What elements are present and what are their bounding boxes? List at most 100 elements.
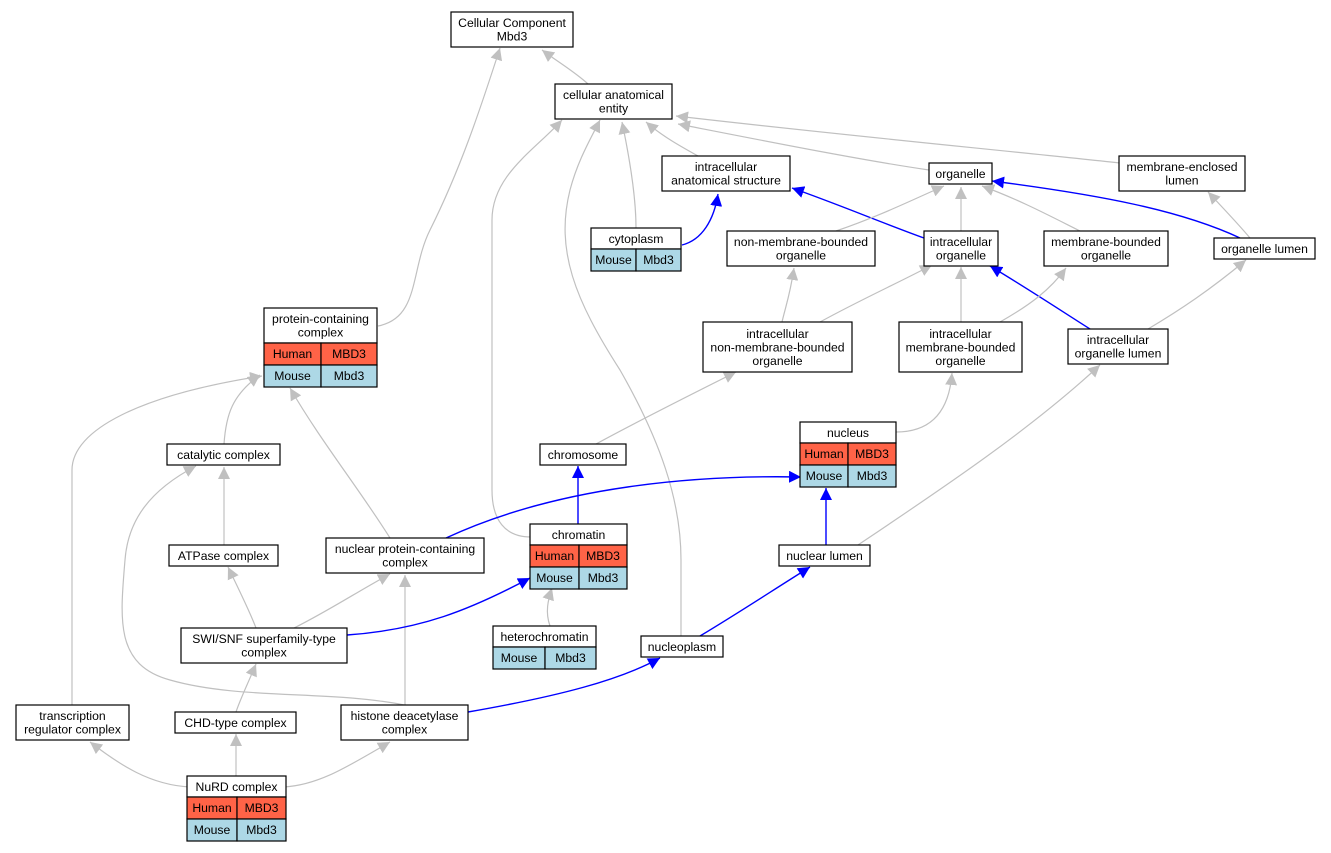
term-node-organelle[interactable]: organelle [928, 162, 993, 185]
mouse-species-label: Mouse [806, 469, 843, 483]
term-node-atpase[interactable]: ATPase complex [168, 544, 279, 567]
edge-ol-to-organelle [991, 176, 1241, 239]
edge-organelle-to-cae [677, 120, 930, 171]
edge-imbo-to-mbo [999, 267, 1067, 323]
edge-trc-to-pcc [71, 371, 263, 705]
term-node-chromosome[interactable]: chromosome [539, 443, 627, 466]
term-label: organelle [752, 354, 802, 368]
edge-cat-to-pcc [223, 374, 261, 445]
term-label: non-membrane-bounded [734, 235, 868, 249]
term-label: NuRD complex [196, 780, 278, 794]
term-node-ol[interactable]: organelle lumen [1213, 237, 1316, 260]
term-node-nl[interactable]: nuclear lumen [778, 544, 871, 567]
term-box [928, 162, 993, 185]
human-species-label: Human [273, 347, 312, 361]
term-label: membrane-bounded [1051, 235, 1161, 249]
term-label: organelle [935, 354, 985, 368]
term-label: histone deacetylase [351, 709, 459, 723]
term-node-nucleoplasm[interactable]: nucleoplasm [640, 635, 724, 658]
term-label: Cellular Component [458, 16, 566, 30]
edge-hdac-to-cat [121, 465, 405, 706]
term-label: organelle [936, 249, 986, 263]
term-box [325, 537, 485, 574]
term-box [640, 635, 724, 658]
term-box [661, 155, 791, 192]
term-label: nuclear lumen [786, 549, 863, 563]
term-box [180, 627, 348, 664]
term-label: organelle [776, 249, 826, 263]
term-box [1067, 328, 1169, 365]
term-label: catalytic complex [177, 448, 270, 462]
term-label: entity [599, 102, 629, 116]
human-species-label: Human [192, 801, 231, 815]
term-label: regulator complex [24, 723, 121, 737]
mouse-species-label: Mouse [501, 651, 538, 665]
term-node-chd[interactable]: CHD-type complex [174, 711, 297, 734]
edge-nucleoplasm-to-cae [564, 119, 682, 636]
term-box [539, 443, 627, 466]
edge-iol-to-ol [1147, 259, 1247, 330]
term-label: nuclear protein-containing [335, 542, 475, 556]
term-node-cat[interactable]: catalytic complex [166, 443, 281, 466]
term-box [1118, 155, 1246, 192]
edge-chd-to-swi [235, 663, 257, 713]
term-box [726, 230, 876, 267]
term-label: complex [382, 723, 427, 737]
mouse-gene-cell [544, 646, 597, 670]
edge-chromatin-to-cae [491, 119, 563, 538]
term-label: nucleus [827, 426, 869, 440]
edge-io-to-ias [791, 186, 925, 239]
mouse-gene-cell [236, 818, 287, 842]
term-box [450, 11, 574, 48]
term-label: protein-containing [272, 312, 369, 326]
term-label: cytoplasm [609, 232, 664, 246]
human-gene-label: MBD3 [586, 549, 620, 563]
edge-cytoplasm-to-cae [618, 121, 637, 229]
human-gene-label: MBD3 [855, 447, 889, 461]
edge-chromosome-to-inmbo [595, 371, 737, 445]
term-node-inmbo[interactable]: intracellularnon-membrane-boundedorganel… [702, 321, 853, 373]
edge-nurd-to-hdac [283, 741, 391, 788]
term-box [923, 230, 999, 267]
term-label: anatomical structure [671, 174, 781, 188]
edge-cytoplasm-to-ias [681, 193, 723, 246]
term-box [1213, 237, 1316, 260]
term-label: intracellular [695, 160, 757, 174]
term-label: ATPase complex [178, 549, 269, 563]
edge-npcc-to-nucleus [445, 470, 802, 539]
term-label: intracellular [1087, 333, 1149, 347]
edge-nucleus-to-imbo [895, 372, 958, 433]
term-box [554, 83, 673, 120]
term-label: chromatin [552, 528, 606, 542]
edge-swi-to-npcc [293, 573, 391, 629]
edge-nurd-to-trc [89, 741, 191, 788]
term-label: cellular anatomical [563, 88, 664, 102]
mouse-gene-label: Mbd3 [555, 651, 586, 665]
human-gene-label: MBD3 [245, 801, 279, 815]
edge-iol-to-io [989, 265, 1091, 330]
term-box [168, 544, 279, 567]
mouse-species-label: Mouse [536, 571, 573, 585]
term-label: transcription [39, 709, 105, 723]
